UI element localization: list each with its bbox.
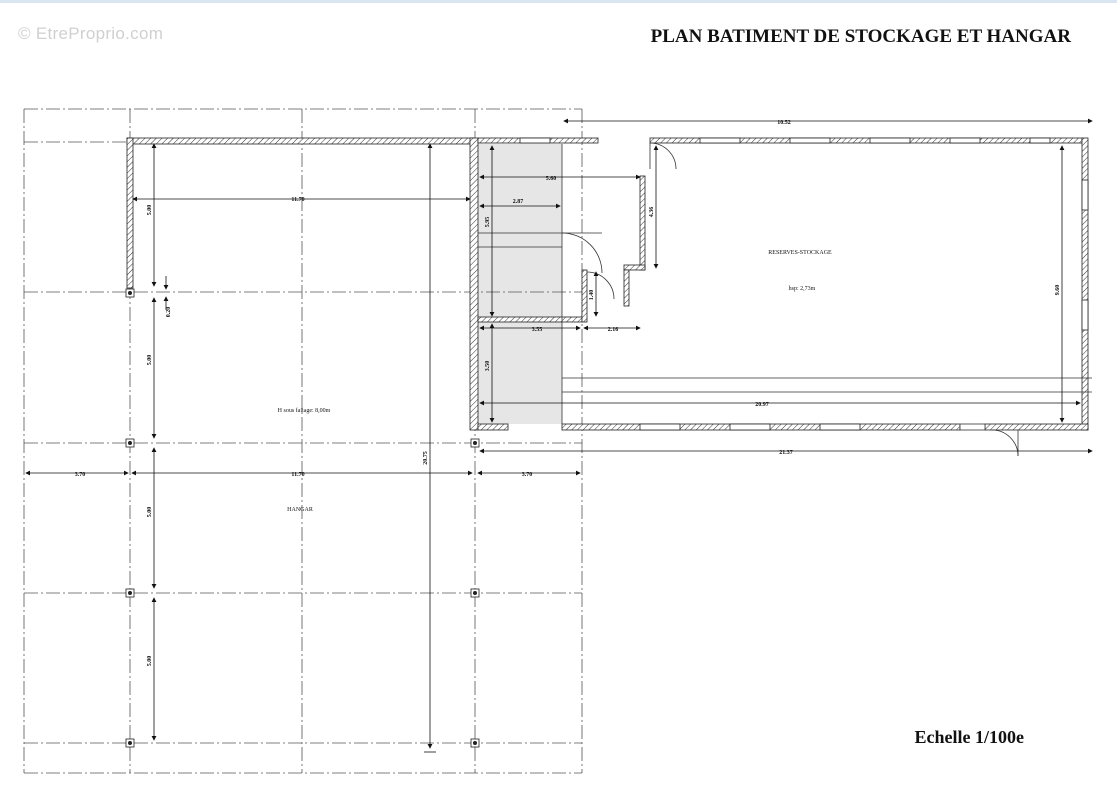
dim-label: 20.75 <box>423 451 429 465</box>
hangar-walls <box>126 137 509 431</box>
dim-label: 0.20 <box>166 307 172 318</box>
dim-label: 3.55 <box>532 327 543 333</box>
dim-label: 5.00 <box>147 656 153 667</box>
dimension-lines <box>25 118 1093 753</box>
hangar-columns <box>125 288 480 748</box>
dim-label: 2.87 <box>513 199 524 205</box>
dim-label: 2.16 <box>608 327 619 333</box>
dim-label: 11.70 <box>291 472 304 478</box>
storage-walls <box>477 137 1089 431</box>
dim-label: 5.00 <box>147 355 153 366</box>
dim-label: 9.60 <box>1055 285 1061 296</box>
scale-label: Echelle 1/100e <box>914 727 1024 747</box>
dim-label: 10.52 <box>777 120 791 126</box>
corridor-zone <box>478 144 562 424</box>
room-label-hangar-height: H sous faitage: 8,00m <box>278 407 331 414</box>
dimension-labels: 10.52 11.70 3.70 11.70 3.70 21.37 20.97 … <box>75 120 1061 666</box>
dim-label: 5.95 <box>485 217 491 228</box>
storage-windows <box>519 137 1089 431</box>
interior-lines <box>478 144 1092 424</box>
dim-label: 1.40 <box>589 290 595 301</box>
room-label-storage: RESERVES-STOCKAGE <box>768 250 832 256</box>
door-swings <box>561 142 1019 457</box>
dim-label: 5.00 <box>147 205 153 216</box>
top-border-strip <box>0 0 1117 3</box>
dim-label: 3.70 <box>75 472 86 478</box>
dim-label: 3.70 <box>522 472 533 478</box>
dim-label: 5.60 <box>546 176 557 182</box>
dim-label: 5.00 <box>147 507 153 518</box>
dim-label: 21.37 <box>779 450 793 456</box>
room-label-storage-height: hsp: 2,73m <box>789 286 816 292</box>
dim-label: 4.36 <box>649 207 655 218</box>
dim-label: 20.97 <box>755 402 769 408</box>
watermark: © EtreProprio.com <box>18 24 164 43</box>
room-label-hangar: HANGAR <box>287 507 313 513</box>
dim-label: 3.50 <box>485 361 491 372</box>
dim-label: 11.70 <box>291 197 304 203</box>
plan-title: PLAN BATIMENT DE STOCKAGE ET HANGAR <box>650 26 1071 47</box>
